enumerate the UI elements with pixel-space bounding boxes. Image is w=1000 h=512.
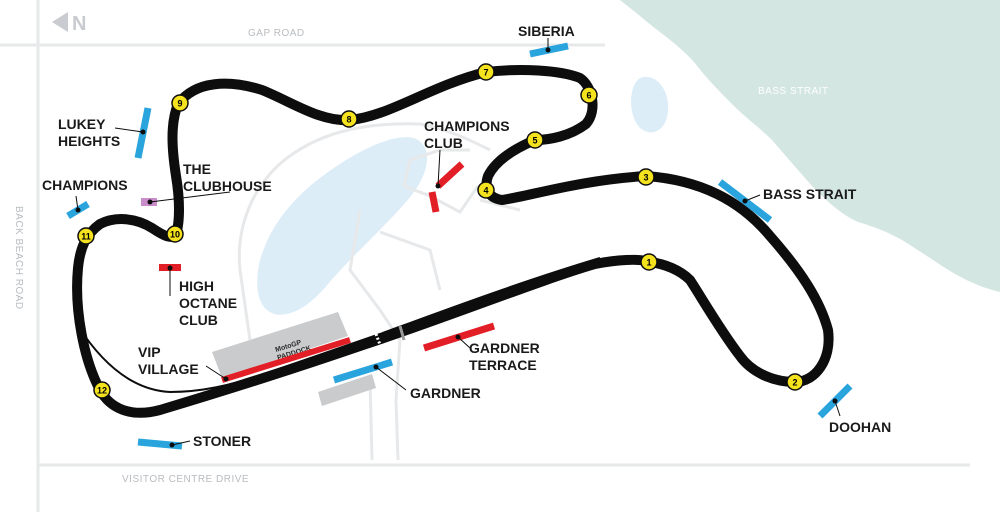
champions-club-label-line2: CLUB xyxy=(424,135,463,151)
north-arrow-icon xyxy=(52,12,68,32)
vip-village-area xyxy=(221,337,351,383)
turn-marker-10: 10 xyxy=(166,225,184,243)
lake xyxy=(254,134,431,318)
gardner-terrace-label-line1: GARDNER xyxy=(469,340,540,356)
stoner-label: STONER xyxy=(193,433,251,449)
turn-markers: 1 2 3 4 5 6 7 8 9 10 11 12 xyxy=(77,63,804,399)
viewing-area-labels: SIBERIA LUKEY HEIGHTS CHAMPIONS THE CLUB… xyxy=(42,23,891,449)
start-finish-line xyxy=(374,333,384,351)
turn-marker-11: 11 xyxy=(77,227,95,245)
vip-village-label-line1: VIP xyxy=(138,344,161,360)
the-clubhouse-label-line2: CLUBHOUSE xyxy=(183,178,272,194)
champions-club-label-line1: CHAMPIONS xyxy=(424,118,510,134)
siberia-label: SIBERIA xyxy=(518,23,575,39)
pit-exit-marker xyxy=(398,325,406,341)
vip-village-label-line2: VILLAGE xyxy=(138,361,199,377)
svg-text:1: 1 xyxy=(646,258,651,268)
viewing-area-markers xyxy=(66,38,853,450)
turn-marker-3: 3 xyxy=(637,168,655,186)
turn-marker-5: 5 xyxy=(526,131,544,149)
gardner-label: GARDNER xyxy=(410,385,481,401)
the-clubhouse-label-line1: THE xyxy=(183,161,211,177)
svg-text:10: 10 xyxy=(170,230,180,240)
visitor-centre-drive-label: VISITOR CENTRE DRIVE xyxy=(122,474,249,485)
high-octane-club-label-line1: HIGH xyxy=(179,278,214,294)
back-beach-road-label: BACK BEACH ROAD xyxy=(13,206,24,310)
stoner-area xyxy=(137,438,183,450)
gardner-terrace-label-line2: TERRACE xyxy=(469,357,537,373)
champions-club-area xyxy=(435,161,465,189)
gardner-area xyxy=(332,358,394,384)
turn-marker-9: 9 xyxy=(171,94,189,112)
lukey-heights-label-line2: HEIGHTS xyxy=(58,133,120,149)
turn-marker-1: 1 xyxy=(640,253,658,271)
bass-strait-label: BASS STRAIT xyxy=(763,186,857,202)
svg-text:4: 4 xyxy=(483,186,488,196)
turn-marker-6: 6 xyxy=(580,86,598,104)
gap-road-label: GAP ROAD xyxy=(248,28,305,39)
svg-text:11: 11 xyxy=(81,232,91,242)
svg-text:8: 8 xyxy=(346,115,351,125)
turn-marker-8: 8 xyxy=(340,110,358,128)
high-octane-club-label-line2: OCTANE xyxy=(179,295,237,311)
doohan-label: DOOHAN xyxy=(829,419,891,435)
svg-text:3: 3 xyxy=(643,173,648,183)
sea-label: BASS STRAIT xyxy=(758,86,829,97)
turn-marker-2: 2 xyxy=(786,373,804,391)
turn-marker-12: 12 xyxy=(93,381,111,399)
champions-label: CHAMPIONS xyxy=(42,177,128,193)
svg-text:12: 12 xyxy=(97,386,107,396)
svg-text:6: 6 xyxy=(586,91,591,101)
turn-marker-7: 7 xyxy=(477,63,495,81)
svg-text:2: 2 xyxy=(792,378,797,388)
bass-strait-sea xyxy=(620,0,1000,292)
north-letter: N xyxy=(72,13,86,35)
race-track xyxy=(72,65,834,418)
svg-text:9: 9 xyxy=(177,99,182,109)
svg-text:7: 7 xyxy=(483,68,488,78)
small-lake xyxy=(631,76,669,133)
lukey-heights-label-line1: LUKEY xyxy=(58,116,106,132)
high-octane-club-label-line3: CLUB xyxy=(179,312,218,328)
svg-text:5: 5 xyxy=(532,136,537,146)
service-roads xyxy=(237,122,521,461)
turn-marker-4: 4 xyxy=(477,181,495,199)
north-compass: N xyxy=(52,12,86,35)
gardner-building xyxy=(318,374,376,406)
